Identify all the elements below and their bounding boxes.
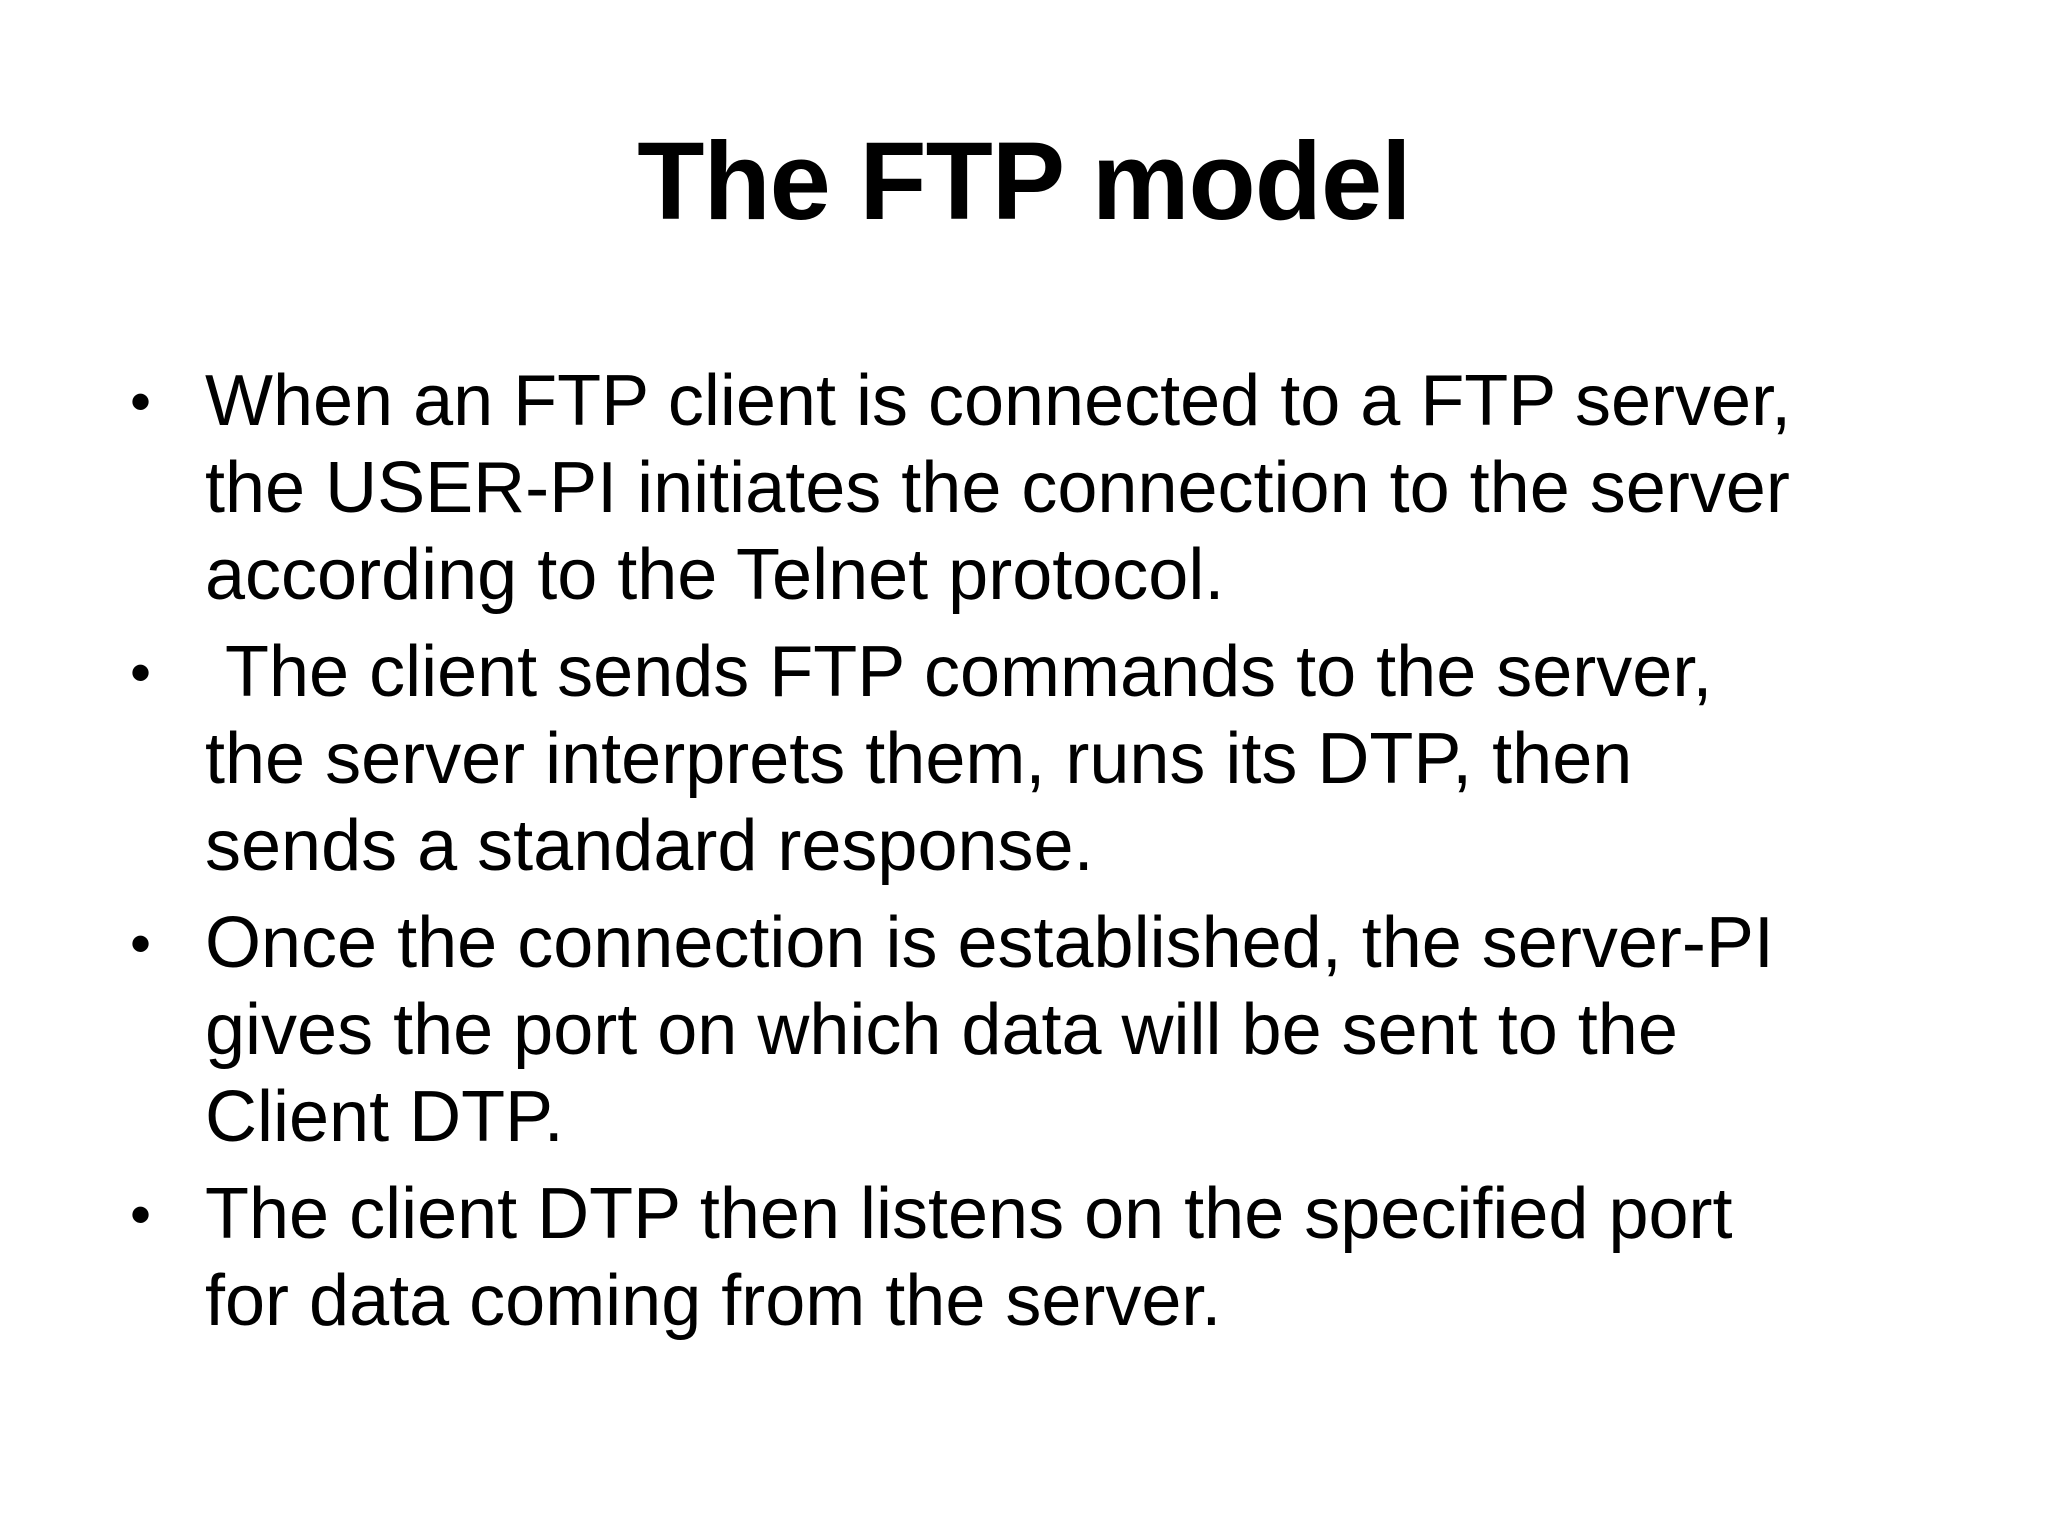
bullet-line: sends a standard response. — [205, 806, 1094, 886]
bullet-list: • When an FTP client is connected to a F… — [128, 358, 1968, 1355]
bullet-text: When an FTP client is connected to a FTP… — [205, 358, 1968, 619]
bullet-marker: • — [130, 910, 152, 977]
bullet-text: The client sends FTP commands to the ser… — [205, 629, 1968, 890]
bullet-line: The client sends FTP commands to the ser… — [205, 632, 1713, 712]
bullet-item: • Once the connection is established, th… — [128, 900, 1968, 1161]
slide-title: The FTP model — [637, 120, 1411, 243]
bullet-line: When an FTP client is connected to a FTP… — [205, 361, 1792, 441]
bullet-text: Once the connection is established, the … — [205, 900, 1968, 1161]
bullet-line: gives the port on which data will be sen… — [205, 990, 1678, 1070]
bullet-marker: • — [130, 1181, 152, 1248]
bullet-line: The client DTP then listens on the speci… — [205, 1174, 1733, 1254]
bullet-line: the server interprets them, runs its DTP… — [205, 719, 1633, 799]
bullet-marker: • — [130, 368, 152, 435]
bullet-item: • The client DTP then listens on the spe… — [128, 1171, 1968, 1345]
bullet-line: Once the connection is established, the … — [205, 903, 1774, 983]
bullet-line: according to the Telnet protocol. — [205, 535, 1225, 615]
bullet-line: the USER-PI initiates the connection to … — [205, 448, 1790, 528]
bullet-line: Client DTP. — [205, 1077, 564, 1157]
bullet-item: • When an FTP client is connected to a F… — [128, 358, 1968, 619]
bullet-line: for data coming from the server. — [205, 1261, 1222, 1341]
bullet-text: The client DTP then listens on the speci… — [205, 1171, 1968, 1345]
bullet-marker: • — [130, 639, 152, 706]
bullet-item: • The client sends FTP commands to the s… — [128, 629, 1968, 890]
